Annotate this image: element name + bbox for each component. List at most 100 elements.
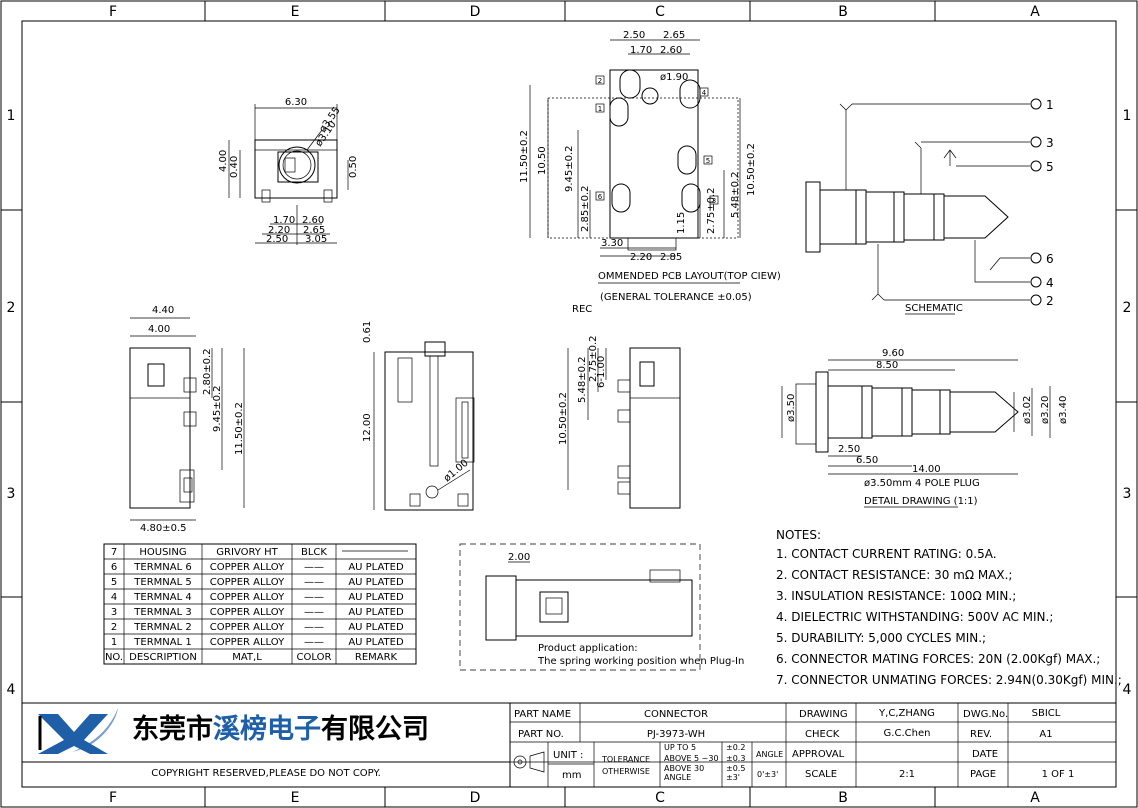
part-name: CONNECTOR <box>644 709 708 720</box>
part-no: PJ-3973-WH <box>647 729 705 740</box>
bom-cell: TERMNAL 1 <box>133 637 191 648</box>
dim-label: ø3.02 <box>1022 396 1033 424</box>
pcb-layout-dims: 2.50 2.65 1.70 2.60 ø1.90 11.50±0.2 10.5… <box>0 0 757 263</box>
dim-label: 10.50 <box>537 146 548 175</box>
tolerance-label: TOLERANCE <box>601 755 650 764</box>
dim-label: 2.00 <box>508 552 530 563</box>
bom-cell: 6 <box>111 562 117 573</box>
bom-cell: —— <box>304 607 324 618</box>
unit: mm <box>562 770 581 781</box>
drawing-label: DRAWING <box>799 709 848 720</box>
pad-number: 3 <box>712 197 716 205</box>
row-label: 2 <box>1123 300 1132 316</box>
note-item: 5. DURABILITY: 5,000 CYCLES MIN.; <box>776 631 986 645</box>
pad-number: 1 <box>598 105 602 113</box>
copyright: COPYRIGHT RESERVED,PLEASE DO NOT COPY. <box>151 768 381 779</box>
col-label: D <box>470 4 481 20</box>
dim-label: 2.85±0.2 <box>580 185 591 232</box>
bom-cell: COPPER ALLOY <box>210 607 285 618</box>
dim-label: 9.45±0.2 <box>212 385 223 432</box>
date-label: DATE <box>972 749 998 760</box>
dim-label: 3.30 <box>601 238 623 249</box>
plug-caption: DETAIL DRAWING (1:1) <box>864 496 978 507</box>
pin-label: 2 <box>1046 294 1054 308</box>
dim-label: 5.48±0.2 <box>730 171 741 218</box>
dim-label: 2.65 <box>663 30 685 41</box>
dim-label: ø3.20 <box>1040 396 1051 424</box>
dim-label: 14.00 <box>912 464 941 475</box>
dim-label: 6.50 <box>856 455 878 466</box>
dim-label: 11.50±0.2 <box>519 130 530 183</box>
bom-cell: 7 <box>111 547 117 558</box>
tol-range: ABOVE 5 ~30 <box>664 754 719 763</box>
dim-label: 2.80±0.2 <box>202 348 213 395</box>
dim-label: 9.60 <box>882 348 904 359</box>
side-view-left-drawing <box>129 317 245 521</box>
pin-label: 5 <box>1046 160 1054 174</box>
dim-label: 2.85 <box>660 252 682 263</box>
company-logo-icon <box>38 708 118 754</box>
tol-value: ±0.5 <box>726 764 745 773</box>
row-label: 4 <box>1123 682 1132 698</box>
application-drawing <box>459 543 701 671</box>
dim-label: 2.60 <box>302 215 324 226</box>
bom-cell: AU PLATED <box>348 622 404 633</box>
dim-label: 2.50 <box>266 234 288 245</box>
bom-cell: TERMNAL 5 <box>133 577 191 588</box>
pin-label: 4 <box>1046 276 1054 290</box>
pcb-captions: OMMENDED PCB LAYOUT(TOP CIEW) (GENERAL T… <box>572 271 781 315</box>
pad-number: 6 <box>598 193 603 201</box>
column-labels-bottom: F E D C B A <box>109 790 1040 806</box>
rev: A1 <box>1039 729 1052 740</box>
drawing-by: Y,C,ZHANG <box>878 708 935 719</box>
bom-cell: AU PLATED <box>348 577 404 588</box>
bom-cell: COPPER ALLOY <box>210 637 285 648</box>
dim-label: 4.80±0.5 <box>140 523 187 534</box>
row-labels: 1 2 3 4 1 2 3 4 <box>7 108 1132 698</box>
dim-label: 2.60 <box>660 45 682 56</box>
dwg-label: DWG.No. <box>963 709 1008 720</box>
bom-cell: 3 <box>111 607 117 618</box>
dim-label: 0.50 <box>348 156 359 178</box>
top-view-drawing <box>228 104 349 245</box>
bom-cell: AU PLATED <box>348 562 404 573</box>
tol-value: ±3' <box>726 773 740 782</box>
bom-cell: 5 <box>111 577 117 588</box>
page: 1 OF 1 <box>1042 769 1075 780</box>
dim-label: 10.50±0.2 <box>558 392 569 445</box>
row-label: 3 <box>7 486 16 502</box>
bom-cell: GRIVORY HT <box>216 547 278 558</box>
dim-label: 3.05 <box>305 234 327 245</box>
dim-label: 0.61 <box>362 321 373 343</box>
pin-label: 3 <box>1046 136 1054 150</box>
bom-header-cell: MAT,L <box>232 652 262 663</box>
bom-cell: BLCK <box>301 547 327 558</box>
row-label: 1 <box>1123 108 1132 124</box>
bom-cell: COPPER ALLOY <box>210 577 285 588</box>
bom-cell: AU PLATED <box>348 607 404 618</box>
dim-label: 4.00 <box>218 150 229 172</box>
dwg-no: SBICL <box>1032 708 1061 719</box>
bom-cell: COPPER ALLOY <box>210 562 285 573</box>
note-item: 7. CONNECTOR UNMATING FORCES: 2.94N(0.30… <box>776 673 1122 687</box>
col-label: C <box>655 790 665 806</box>
check-label: CHECK <box>805 729 840 740</box>
pad-number: 2 <box>598 77 602 85</box>
bom-cell: TERMNAL 6 <box>133 562 191 573</box>
pad-number: 1 <box>0 0 5 2</box>
bom-cell: COPPER ALLOY <box>210 592 285 603</box>
application-text: 2.00 Product application: The spring wor… <box>508 552 744 667</box>
bom-cell: 1 <box>111 637 117 648</box>
dim-label: 11.50±0.2 <box>234 402 245 455</box>
bom-cell: 2 <box>111 622 117 633</box>
notes: NOTES: 1. CONTACT CURRENT RATING: 0.5A. … <box>776 528 1122 687</box>
bom-table <box>103 543 417 665</box>
check-by: G.C.Chen <box>884 728 931 739</box>
side-view-mid-dims: 0.61 12.00 ø1.00 <box>362 321 471 485</box>
dim-label: 4.40 <box>152 305 174 316</box>
dim-label: ø1.90 <box>660 72 688 83</box>
dim-label: 2.65 <box>303 225 325 236</box>
bom-cell: COPPER ALLOY <box>210 622 285 633</box>
bom-header-cell: NO. <box>105 652 123 663</box>
